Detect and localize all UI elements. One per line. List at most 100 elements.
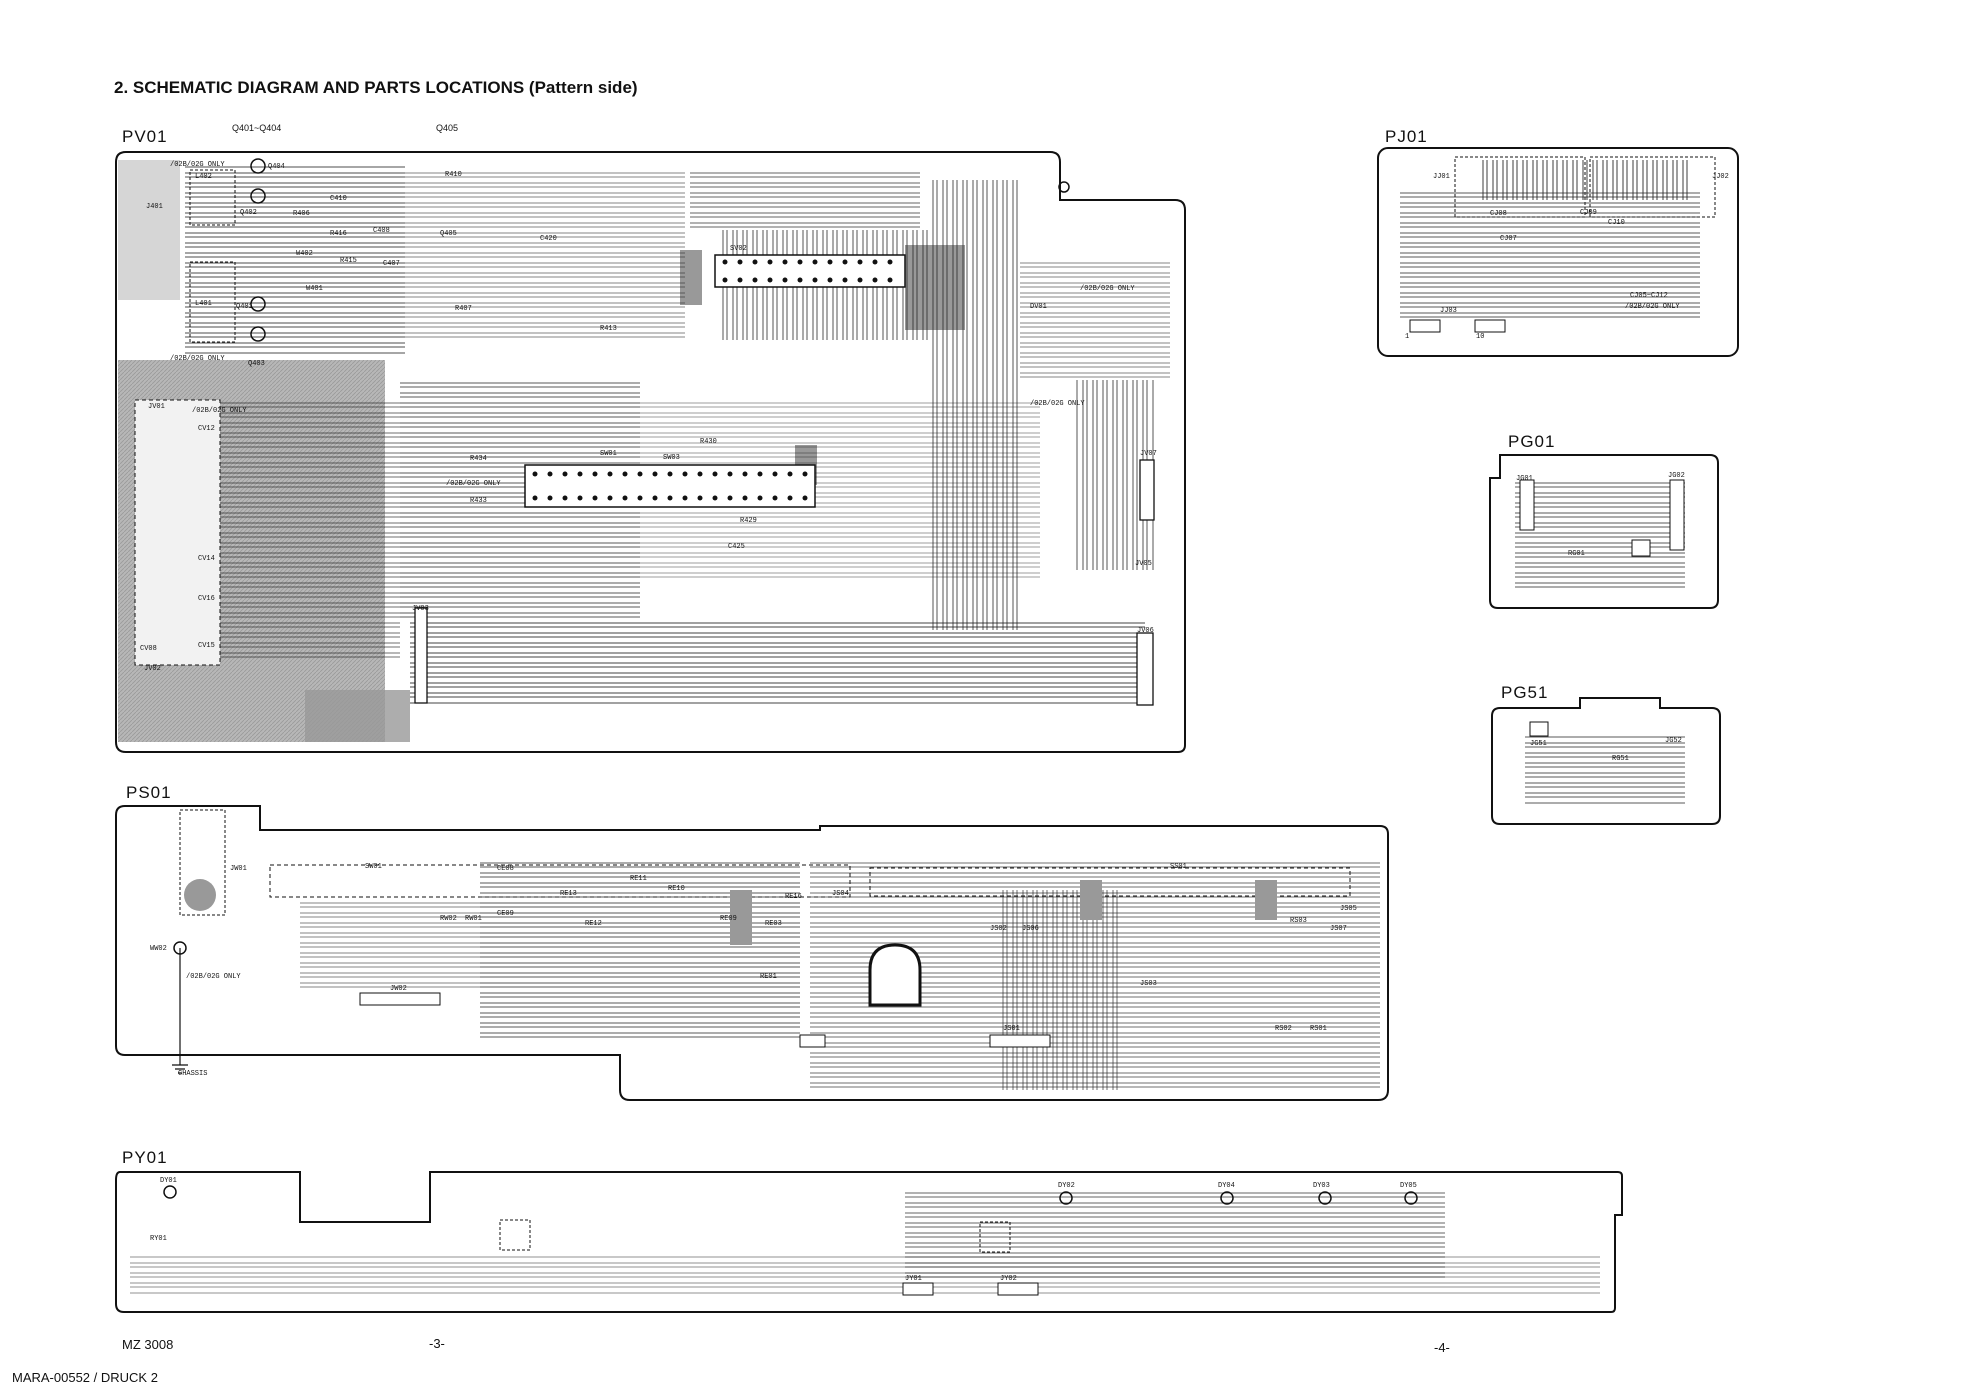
svg-text:RE01: RE01 — [760, 973, 777, 981]
svg-text:L402: L402 — [195, 173, 212, 181]
svg-text:WW02: WW02 — [150, 945, 167, 953]
svg-text:SW03: SW03 — [663, 454, 680, 462]
svg-text:1: 1 — [1405, 333, 1409, 341]
pv01-transistors — [250, 158, 1070, 342]
ps01-cutout — [868, 943, 922, 1007]
footer-model: MZ 3008 — [122, 1337, 174, 1352]
svg-text:R407: R407 — [455, 305, 472, 313]
page-heading: 2. SCHEMATIC DIAGRAM AND PARTS LOCATIONS… — [114, 78, 638, 97]
svg-text:JY01: JY01 — [905, 1275, 922, 1283]
svg-text:/02B/02G ONLY: /02B/02G ONLY — [170, 355, 225, 363]
svg-text:/02B/02G ONLY: /02B/02G ONLY — [170, 161, 225, 169]
svg-text:Q405: Q405 — [440, 230, 457, 238]
svg-text:/02B/02G ONLY: /02B/02G ONLY — [1625, 303, 1680, 311]
svg-text:CV16: CV16 — [198, 595, 215, 603]
svg-text:RS02: RS02 — [1275, 1025, 1292, 1033]
svg-text:RE03: RE03 — [765, 920, 782, 928]
svg-text:Q403: Q403 — [248, 360, 265, 368]
svg-text:JJ03: JJ03 — [1440, 307, 1457, 315]
svg-text:R406: R406 — [293, 210, 310, 218]
svg-text:/02B/02G ONLY: /02B/02G ONLY — [1080, 285, 1135, 293]
svg-text:JV02: JV02 — [144, 665, 161, 673]
board-label-py01: PY01 — [122, 1148, 168, 1167]
svg-text:R415: R415 — [340, 257, 357, 265]
svg-text:DY04: DY04 — [1218, 1182, 1235, 1190]
svg-text:C407: C407 — [383, 260, 400, 268]
svg-text:RE10: RE10 — [668, 885, 685, 893]
svg-text:R416: R416 — [330, 230, 347, 238]
svg-text:CV15: CV15 — [198, 642, 215, 650]
svg-text:RE12: RE12 — [585, 920, 602, 928]
svg-text:RE09: RE09 — [720, 915, 737, 923]
board-label-pg51: PG51 — [1501, 683, 1549, 702]
pv01-traces-bottom-bus — [410, 620, 1145, 705]
svg-text:CE09: CE09 — [497, 910, 514, 918]
svg-text:CV08: CV08 — [140, 645, 157, 653]
svg-text:JJ01: JJ01 — [1433, 173, 1450, 181]
svg-text:DY03: DY03 — [1313, 1182, 1330, 1190]
svg-text:JV06: JV06 — [1137, 627, 1154, 635]
svg-text:CJ05~CJ12: CJ05~CJ12 — [1630, 292, 1668, 300]
svg-text:JS06: JS06 — [1022, 925, 1039, 933]
svg-text:J401: J401 — [146, 203, 163, 211]
svg-text:/02B/02G ONLY: /02B/02G ONLY — [192, 407, 247, 415]
svg-text:RW02: RW02 — [440, 915, 457, 923]
svg-text:CV12: CV12 — [198, 425, 215, 433]
pv01-pad-area — [680, 250, 702, 305]
svg-text:RW01: RW01 — [465, 915, 482, 923]
svg-text:R433: R433 — [470, 497, 487, 505]
svg-text:JV03: JV03 — [412, 605, 429, 613]
board-label-ps01: PS01 — [126, 783, 172, 802]
svg-text:DY01: DY01 — [160, 1177, 177, 1185]
svg-text:JS04: JS04 — [832, 890, 849, 898]
svg-text:JS03: JS03 — [1140, 980, 1157, 988]
svg-text:R410: R410 — [445, 171, 462, 179]
svg-text:CHASSIS: CHASSIS — [178, 1070, 207, 1078]
svg-text:DY05: DY05 — [1400, 1182, 1417, 1190]
svg-text:Q404: Q404 — [268, 163, 285, 171]
svg-text:W401: W401 — [306, 285, 323, 293]
svg-text:C425: C425 — [728, 543, 745, 551]
svg-text:/02B/02G ONLY: /02B/02G ONLY — [446, 480, 501, 488]
svg-text:R429: R429 — [740, 517, 757, 525]
board-label-pv01: PV01 — [122, 127, 168, 146]
svg-text:SW01: SW01 — [365, 863, 382, 871]
svg-text:W402: W402 — [296, 250, 313, 258]
footer-page-left: -3- — [429, 1336, 445, 1351]
svg-text:JW02: JW02 — [390, 985, 407, 993]
svg-text:RS03: RS03 — [1290, 917, 1307, 925]
board-label-pg01: PG01 — [1508, 432, 1556, 451]
svg-text:10: 10 — [1476, 333, 1484, 341]
svg-text:/02B/02G ONLY: /02B/02G ONLY — [186, 973, 241, 981]
svg-text:R430: R430 — [700, 438, 717, 446]
svg-text:SW01: SW01 — [600, 450, 617, 458]
svg-text:RE16: RE16 — [785, 893, 802, 901]
svg-text:RE11: RE11 — [630, 875, 647, 883]
svg-text:JS01: JS01 — [1003, 1025, 1020, 1033]
svg-text:JV05: JV05 — [1135, 560, 1152, 568]
svg-text:Q402: Q402 — [240, 209, 257, 217]
svg-text:L401: L401 — [195, 300, 212, 308]
pv01-traces-q-section — [185, 165, 405, 355]
svg-text:CE08: CE08 — [497, 865, 514, 873]
svg-text:JY02: JY02 — [1000, 1275, 1017, 1283]
svg-text:C420: C420 — [540, 235, 557, 243]
svg-text:JW01: JW01 — [230, 865, 247, 873]
svg-text:DY02: DY02 — [1058, 1182, 1075, 1190]
footer-page-right: -4- — [1434, 1340, 1450, 1355]
svg-text:CJ09: CJ09 — [1580, 209, 1597, 217]
svg-text:JV07: JV07 — [1140, 450, 1157, 458]
pv01-ic-upper — [714, 254, 906, 288]
svg-text:JG01: JG01 — [1516, 475, 1533, 483]
svg-text:JG52: JG52 — [1665, 737, 1682, 745]
pv01-ic-main — [524, 464, 816, 508]
svg-text:RS01: RS01 — [1310, 1025, 1327, 1033]
svg-text:RG01: RG01 — [1568, 550, 1585, 558]
svg-text:R413: R413 — [600, 325, 617, 333]
